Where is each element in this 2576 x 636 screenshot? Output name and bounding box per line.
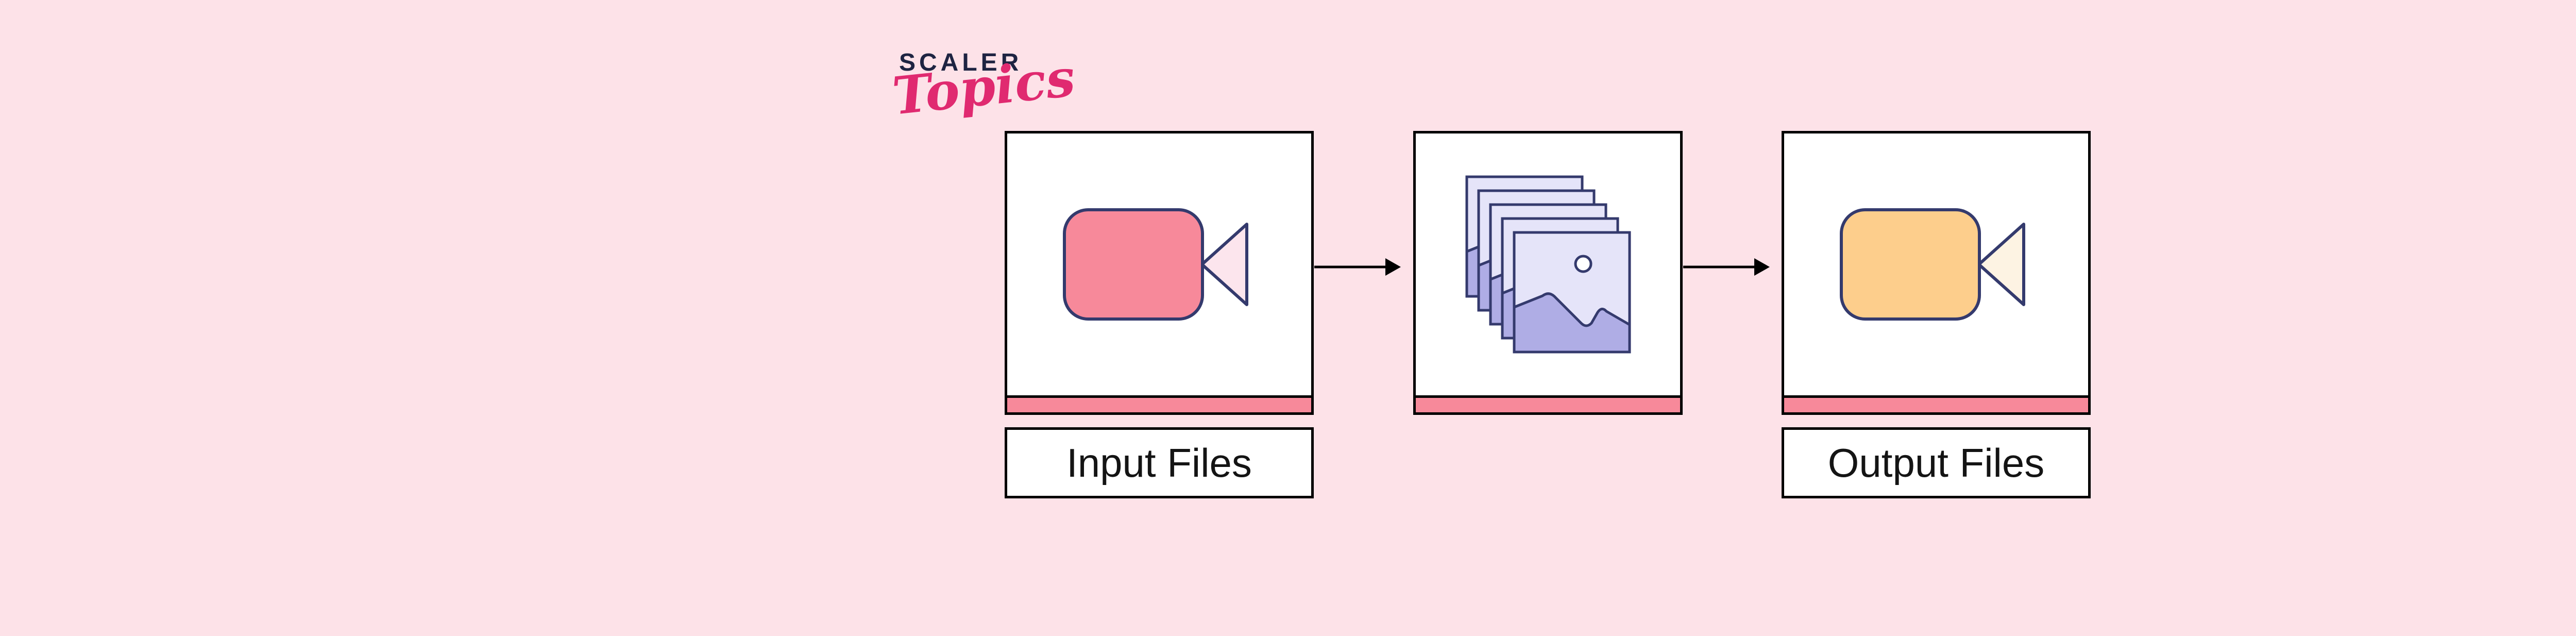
arrow-head	[1385, 258, 1401, 276]
output-files-icon-area	[1784, 133, 2088, 395]
input-files-label-text: Input Files	[1066, 440, 1252, 486]
camera-lens	[1200, 223, 1248, 306]
camera-body	[1062, 208, 1204, 321]
image-frames-icon-area	[1416, 133, 1680, 395]
box-footer-strip	[1007, 395, 1311, 412]
output-files-box	[1782, 131, 2091, 415]
image-frames-box	[1413, 131, 1683, 415]
camera-lens	[1977, 223, 2025, 306]
input-files-icon-area	[1007, 133, 1311, 395]
video-camera-icon	[1839, 208, 2025, 321]
sun-circle	[1574, 255, 1592, 273]
flow-arrow-1	[1314, 258, 1401, 276]
image-stack-icon	[1465, 175, 1631, 354]
box-footer-strip	[1784, 395, 2088, 412]
output-files-label: Output Files	[1782, 427, 2091, 498]
camera-body	[1839, 208, 1981, 321]
output-files-label-text: Output Files	[1827, 440, 2045, 486]
logo-brand-text: SCALER	[899, 49, 1023, 76]
mountain-shape	[1513, 292, 1631, 354]
input-files-label: Input Files	[1005, 427, 1314, 498]
input-files-box	[1005, 131, 1314, 415]
logo-script-text: Topics	[889, 47, 1078, 127]
box-footer-strip	[1416, 395, 1680, 412]
arrow-head	[1754, 258, 1770, 276]
flow-arrow-2	[1683, 258, 1770, 276]
video-camera-icon	[1062, 208, 1248, 321]
scaler-topics-logo: SCALER Topics	[889, 47, 1078, 127]
image-sheet-front	[1513, 231, 1631, 354]
